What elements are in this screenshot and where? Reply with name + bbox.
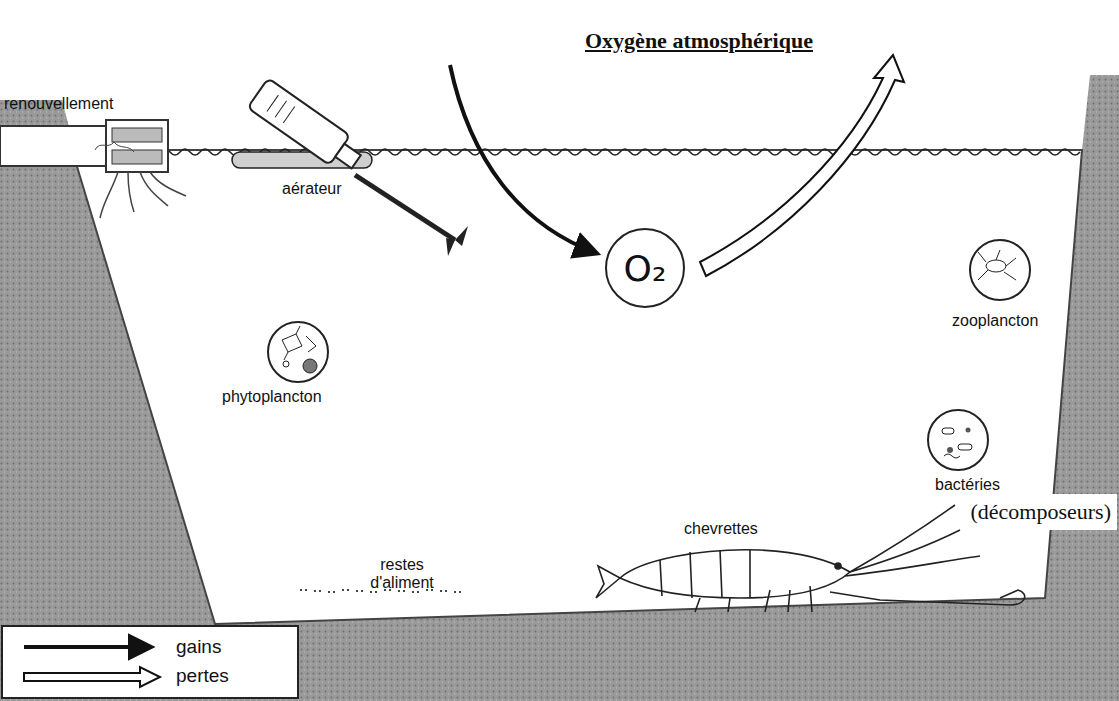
aerator-motor <box>248 78 367 176</box>
gain-arrow <box>450 65 596 253</box>
node-inner: O₂ <box>604 227 686 309</box>
node-inner: (décomposeurs) <box>964 494 1117 530</box>
organism-label: zooplancton <box>952 312 1038 330</box>
legend-text: pertes <box>176 665 229 687</box>
oxygen-circle: O₂ <box>604 227 686 309</box>
legend-loss-sample <box>24 667 160 687</box>
pond-water <box>72 150 1082 624</box>
filter-mesh <box>112 128 162 142</box>
decomposer-box: (décomposeurs) <box>964 494 1117 530</box>
splash <box>95 142 134 152</box>
phytoplankton-bubble <box>268 322 328 382</box>
shrimp-label: chevrettes <box>684 520 758 538</box>
earth-ground <box>0 75 1119 701</box>
inlet-pipe <box>0 126 108 166</box>
organism-label: phytoplancton <box>222 388 322 406</box>
bacteria-bubble <box>928 410 988 470</box>
food-label: restes d'aliment <box>362 556 442 593</box>
diagram-title: Oxygène atmosphérique <box>585 28 813 53</box>
inlet-filter <box>106 120 168 172</box>
node-text: O₂ <box>624 248 667 289</box>
water-inflow <box>100 172 186 218</box>
filter-mesh <box>112 150 162 164</box>
shrimp <box>596 505 1025 612</box>
aerator-propeller <box>446 226 468 256</box>
node-text: (décomposeurs) <box>970 499 1111 525</box>
loss-arrow <box>700 55 904 276</box>
pipe-label: renouvellement <box>4 95 113 113</box>
water-surface <box>80 149 1080 155</box>
legend-box <box>2 626 298 698</box>
aerator-shaft <box>355 175 455 240</box>
zooplankton-bubble <box>970 240 1030 300</box>
organism-label: bactéries <box>935 476 1000 494</box>
legend-gain-sample <box>24 645 150 649</box>
legend-text: gains <box>176 636 221 658</box>
aerator-label: aérateur <box>282 180 342 198</box>
